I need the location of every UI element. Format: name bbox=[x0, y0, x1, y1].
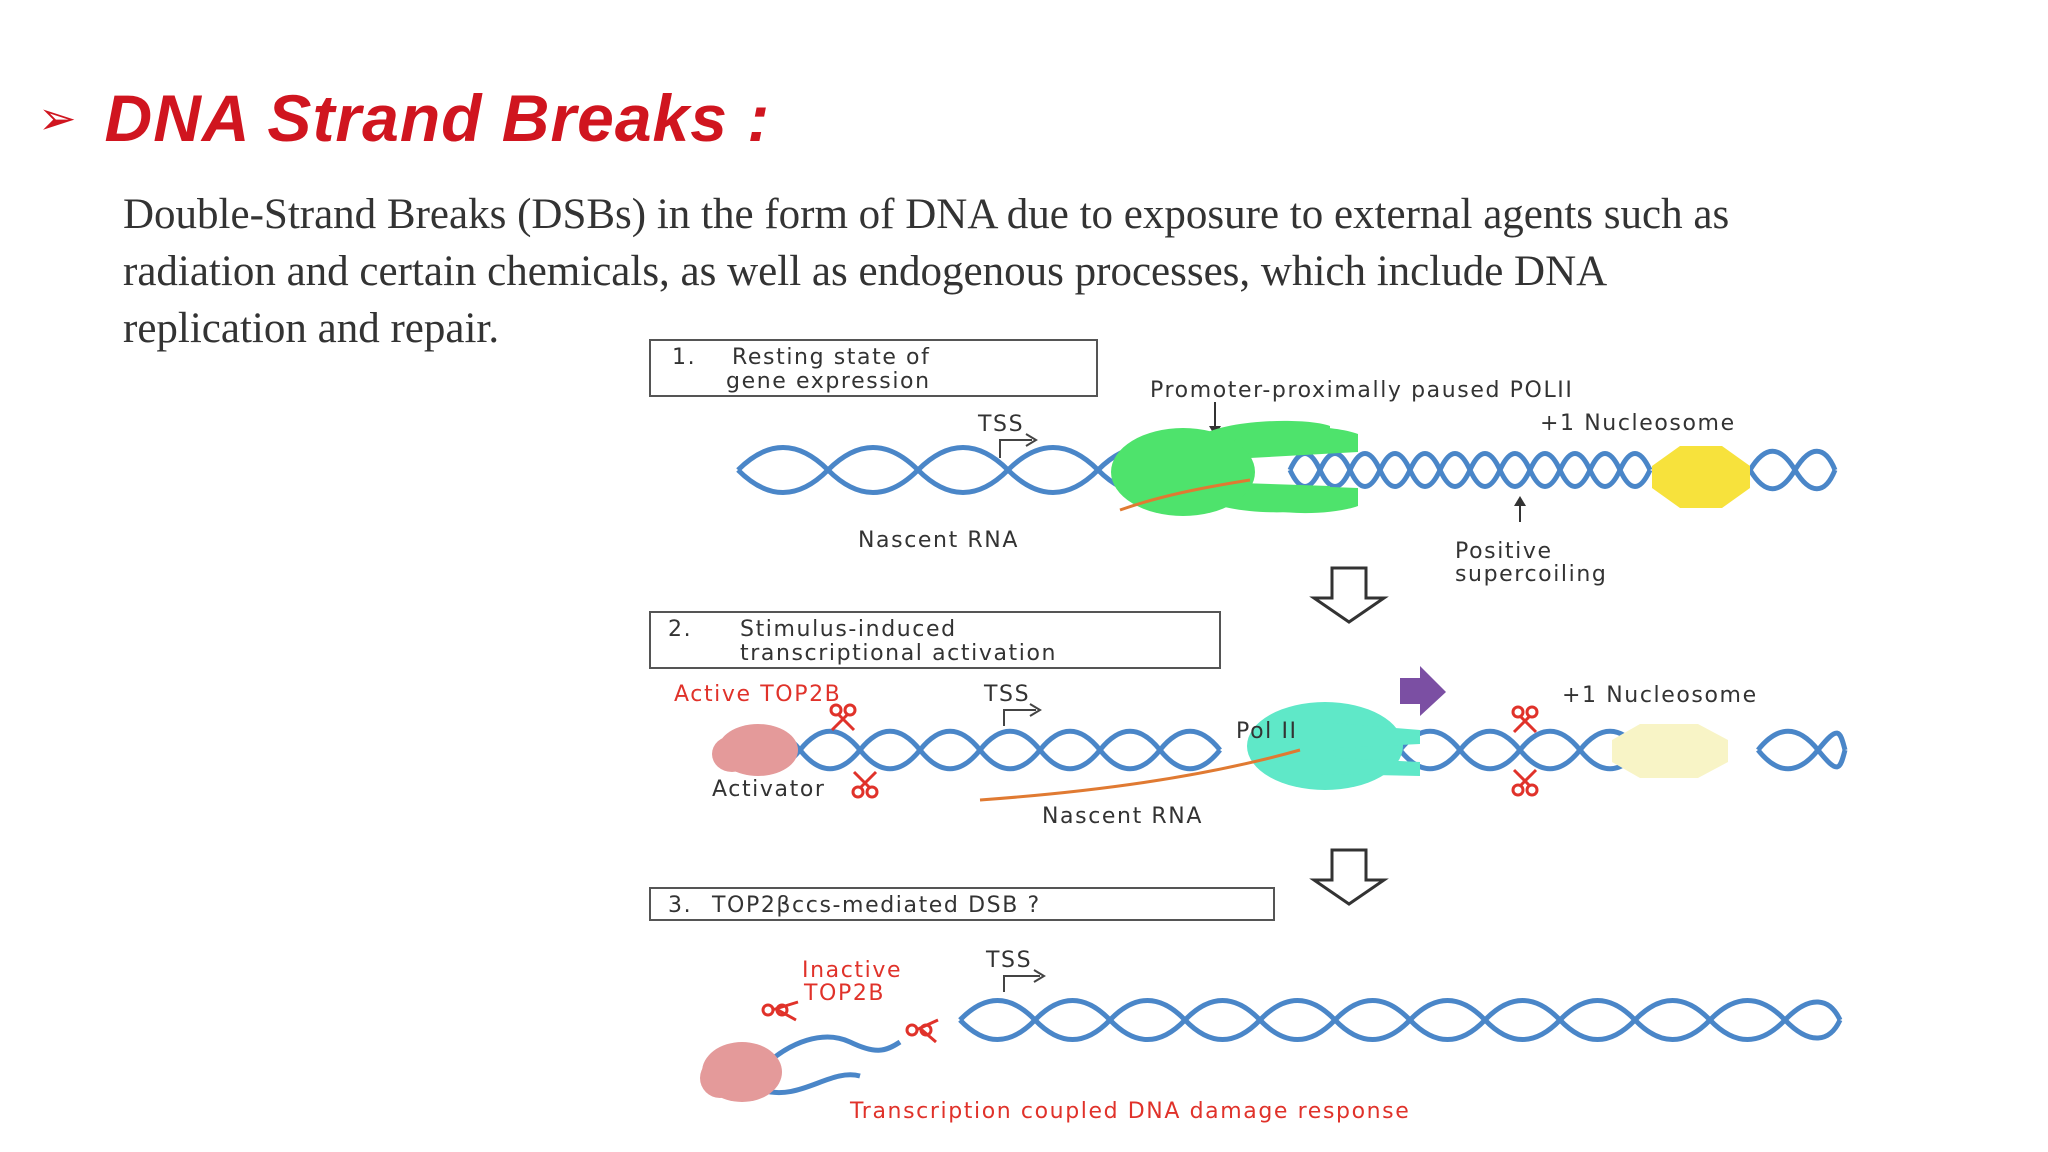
panel-1-supercoiled-strand-b bbox=[1287, 451, 1653, 489]
body-line-2: radiation and certain chemicals, as well… bbox=[123, 248, 1608, 295]
panel-1-dna-strand-a bbox=[736, 445, 1190, 495]
panel-1: 1. Resting state of gene expression Prom… bbox=[649, 339, 1838, 587]
panel-1-tss-label: TSS bbox=[977, 412, 1024, 437]
panel-3: 3. TOP2βccs-mediated DSB ? Inactive TOP2… bbox=[649, 887, 1843, 1124]
panel-1-nascent-rna bbox=[1119, 478, 1251, 512]
panel-2-tss-arrow-icon bbox=[1003, 709, 1036, 726]
body-line-1: Double-Strand Breaks (DSBs) in the form … bbox=[123, 191, 1730, 238]
panel-2-polii-label: Pol II bbox=[1236, 719, 1298, 744]
slide-title: ➢ DNA Strand Breaks : bbox=[38, 80, 770, 156]
panel-2-dna-strand-b bbox=[738, 728, 1222, 772]
panel-2-nucleosome bbox=[1612, 724, 1728, 778]
panel-2-nucleosome-label: +1 Nucleosome bbox=[1562, 683, 1758, 708]
panel-2-top2b-label: Active TOP2B bbox=[674, 682, 841, 707]
panel-1-polii-complex bbox=[1214, 426, 1358, 514]
panel-3-tss-arrow-icon bbox=[1003, 975, 1040, 992]
panel-2-scissors-left-top-icon bbox=[829, 703, 857, 732]
panel-1-nucleosome bbox=[1652, 446, 1750, 508]
panel-3-caption: Transcription coupled DNA damage respons… bbox=[849, 1099, 1410, 1124]
panel-3-step-number: 3. bbox=[668, 893, 692, 918]
panel-1-supercoiling-label-line-2: supercoiling bbox=[1455, 562, 1607, 587]
panel-2-title-box bbox=[649, 611, 1221, 669]
panel-1-supercoiling-label-line-1: Positive bbox=[1455, 539, 1553, 564]
panel-3-title: TOP2βccs-mediated DSB ? bbox=[711, 893, 1041, 918]
panel-1-polii-label: Promoter-proximally paused POLII bbox=[1150, 378, 1573, 403]
body-paragraph: Double-Strand Breaks (DSBs) in the form … bbox=[123, 186, 1943, 357]
dna-diagram-figure: 1. Resting state of gene expression Prom… bbox=[640, 330, 1860, 1150]
panel-1-dna-strand-b bbox=[736, 445, 1190, 495]
dna-diagram-svg: 1. Resting state of gene expression Prom… bbox=[649, 339, 1848, 1124]
panel-2-title-line-2: transcriptional activation bbox=[740, 641, 1057, 666]
panel-2-title-line-1: Stimulus-induced bbox=[740, 617, 957, 642]
panel-2-tss-label: TSS bbox=[983, 682, 1030, 707]
panel-2-activator-label: Activator bbox=[712, 777, 826, 802]
panel-3-broken-dna-end bbox=[758, 1034, 902, 1072]
panel-2-direction-arrow-icon bbox=[1400, 666, 1446, 716]
panel-2: 2. Stimulus-induced transcriptional acti… bbox=[649, 611, 1848, 829]
panel-1-nucleosome-label: +1 Nucleosome bbox=[1540, 411, 1736, 436]
panel-3-scissors-lower-icon bbox=[905, 1018, 939, 1044]
panel-2-scissors-right-top-icon bbox=[1511, 705, 1539, 734]
panel-1-title-line-2: gene expression bbox=[726, 369, 931, 394]
panel-2-step-number: 2. bbox=[668, 617, 692, 642]
panel-3-title-box bbox=[649, 887, 1275, 921]
title-text: DNA Strand Breaks : bbox=[104, 81, 771, 155]
panel-2-rna-label: Nascent RNA bbox=[1042, 804, 1203, 829]
panel-1-title-box bbox=[649, 339, 1098, 397]
panel-3-tss-label: TSS bbox=[985, 948, 1032, 973]
panel-1-step-number: 1. bbox=[672, 345, 696, 370]
down-arrow-2-icon bbox=[1309, 848, 1389, 906]
body-line-3: replication and repair. bbox=[123, 305, 500, 352]
panel-2-scissors-left-bottom-icon bbox=[851, 770, 879, 799]
panel-3-inactive-label-line-1: Inactive bbox=[802, 958, 902, 983]
panel-1-title-line-1: Resting state of bbox=[732, 345, 930, 370]
panel-2-scissors-right-bottom-icon bbox=[1511, 768, 1539, 797]
down-arrow-1-icon bbox=[1309, 566, 1389, 624]
panel-2-nascent-rna bbox=[979, 748, 1301, 802]
panel-3-dna-strand-b bbox=[958, 998, 1843, 1042]
panel-1-tss-arrow-icon bbox=[999, 439, 1032, 458]
bullet-arrow-icon: ➢ bbox=[38, 91, 77, 145]
panel-3-inactive-label-line-2: TOP2B bbox=[803, 981, 885, 1006]
panel-3-scissors-upper-icon bbox=[761, 1000, 799, 1022]
panel-1-rna-label: Nascent RNA bbox=[858, 528, 1019, 553]
